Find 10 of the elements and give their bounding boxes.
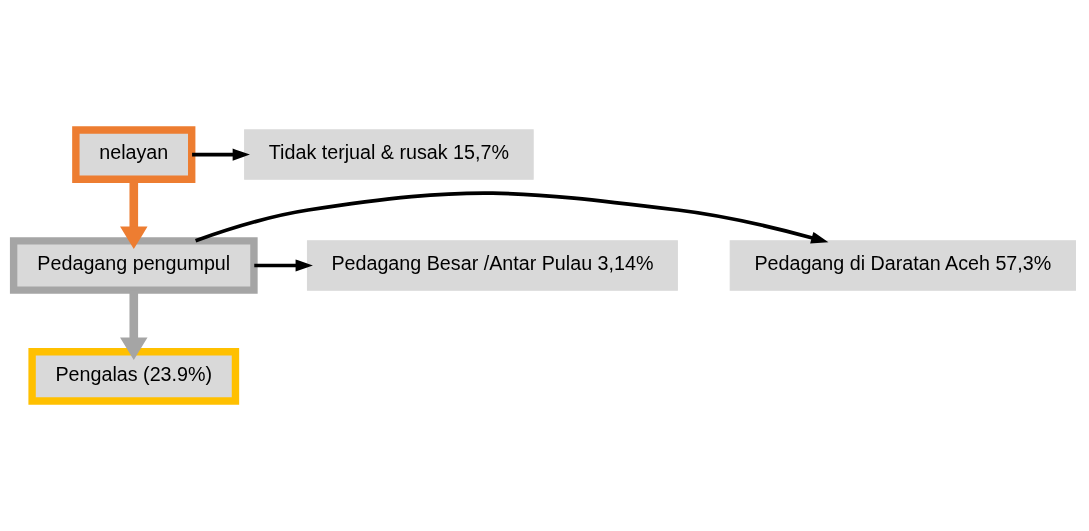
node-box: Pedagang di Daratan Aceh 57,3% <box>729 240 1076 291</box>
node-box: Tidak terjual & rusak 15,7% <box>244 129 534 180</box>
arrow <box>192 148 250 161</box>
node-box: Pedagang pengumpul <box>9 237 258 294</box>
node-box: nelayan <box>72 126 196 183</box>
arrow <box>254 259 313 272</box>
node-box: Pedagang Besar /Antar Pulau 3,14% <box>306 240 678 291</box>
node-box: Pengalas (23.9%) <box>28 348 240 405</box>
arrow <box>195 191 829 244</box>
arrow <box>120 290 148 360</box>
